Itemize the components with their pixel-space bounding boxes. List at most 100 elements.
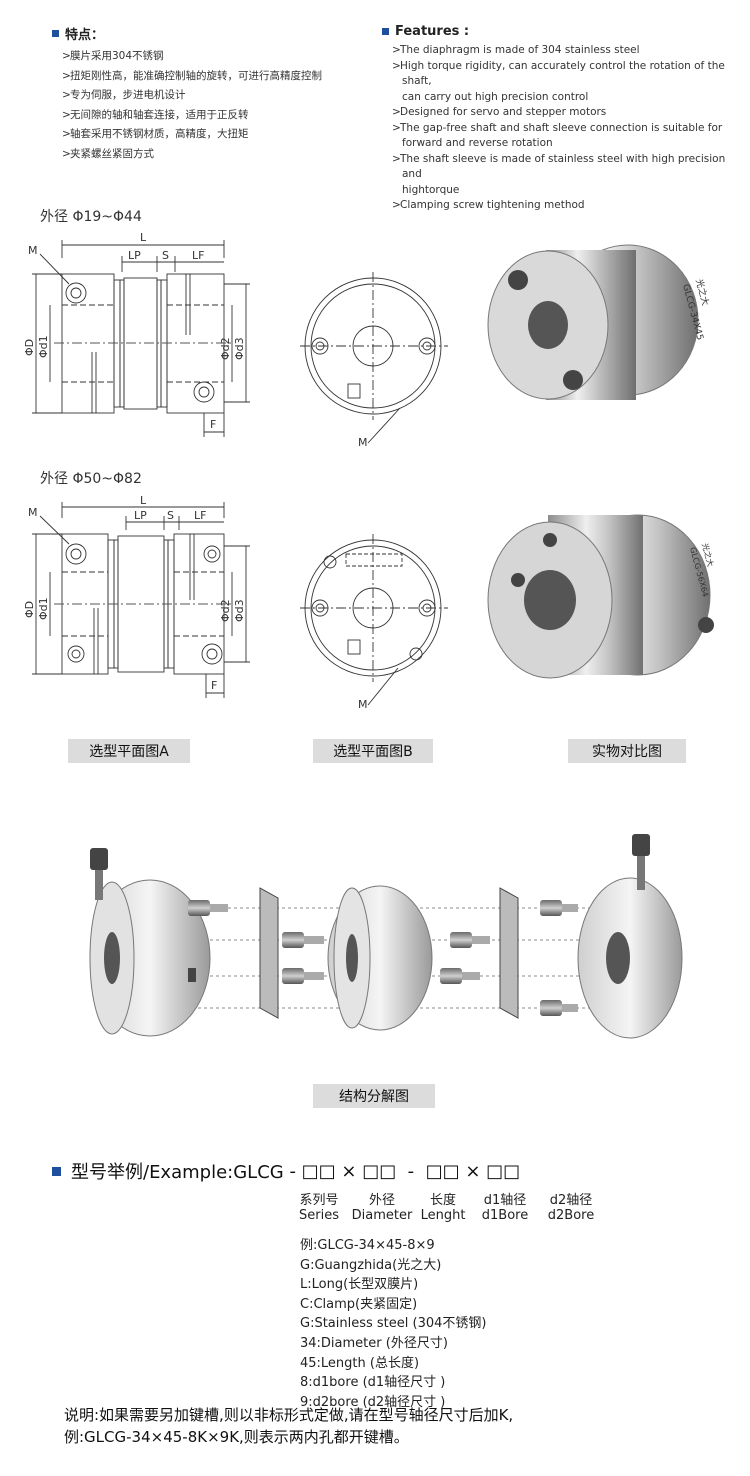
front-view-drawing-small: M <box>300 272 448 449</box>
model-column-cn: d2轴径 <box>549 1193 593 1208</box>
feature-cn-text: 夹紧螺丝紧固方式 <box>70 147 154 160</box>
feature-cn-item: >轴套采用不锈钢材质，高精度，大扭矩 <box>62 127 372 143</box>
features-cn: 特点： >膜片采用304不锈钢>扭矩刚性高，能准确控制轴的旋转，可进行高精度控制… <box>52 24 372 166</box>
bullet-marker: > <box>392 106 401 118</box>
model-code-part: - <box>396 1160 426 1182</box>
model-columns-cn: 系列号 外径 长度 d1轴径 d2轴径 <box>288 1189 604 1208</box>
bullet-marker: > <box>62 147 71 160</box>
model-column-en: Series <box>299 1208 339 1223</box>
model-code-part: □□ <box>425 1160 460 1182</box>
range-label-small: 外径 Φ19~Φ44 <box>40 209 142 225</box>
dim-LF: LF <box>192 249 204 262</box>
feature-cn-item: >夹紧螺丝紧固方式 <box>62 147 372 163</box>
square-bullet-icon <box>52 1166 61 1176</box>
model-code-part: × <box>335 1160 363 1182</box>
model-column-en: d1Bore <box>481 1208 529 1223</box>
square-bullet-icon <box>52 30 59 37</box>
feature-en-text: can carry out high precision control <box>402 90 589 103</box>
feature-en-text: hightorque <box>402 183 460 196</box>
features-cn-title: 特点： <box>52 24 372 43</box>
range-label-large: 外径 Φ50~Φ82 <box>40 471 142 487</box>
dim-M-large: M <box>28 506 38 519</box>
model-code-line: G:Guangzhida(光之大) <box>300 1257 442 1273</box>
front-view-drawing-large: M <box>300 534 448 711</box>
dim-d3: Φd3 <box>233 337 246 360</box>
features-cn-list: >膜片采用304不锈钢>扭矩刚性高，能准确控制轴的旋转，可进行高精度控制>专为伺… <box>62 49 372 162</box>
feature-cn-text: 扭矩刚性高，能准确控制轴的旋转，可进行高精度控制 <box>70 69 322 82</box>
dim-d1: Φd1 <box>37 335 50 358</box>
feature-en-text: High torque rigidity, can accurately con… <box>400 59 725 88</box>
feature-en-item: >Clamping screw tightening method <box>392 198 742 214</box>
model-example-title: 型号举例/Example:GLCG - □□ × □□ - □□ × □□ <box>52 1158 520 1184</box>
model-column-cn: 外径 <box>368 1193 395 1208</box>
model-code-line: 9:d2bore (d2轴径尺寸 ) <box>300 1394 446 1410</box>
feature-cn-item: >扭矩刚性高，能准确控制轴的旋转，可进行高精度控制 <box>62 69 372 85</box>
feature-en-item: >Designed for servo and stepper motors <box>392 105 742 121</box>
features-en-title: Features : <box>382 24 742 39</box>
dim-D-large: ΦD <box>23 601 36 618</box>
model-column-cn: 长度 <box>429 1193 456 1208</box>
bullet-marker: > <box>392 121 401 134</box>
caption-plan-a: 选型平面图A <box>68 739 190 763</box>
feature-en-text: The shaft sleeve is made of stainless st… <box>400 152 726 181</box>
feature-cn-text: 轴套采用不锈钢材质，高精度，大扭矩 <box>70 128 249 140</box>
dim-d2: Φd2 <box>219 337 232 360</box>
feature-cn-item: >膜片采用304不锈钢 <box>62 49 372 65</box>
feature-cn-text: 膜片采用304不锈钢 <box>70 50 164 62</box>
model-code-line: 例:GLCG-34×45-8×9 <box>300 1238 435 1253</box>
feature-en-item: >The diaphragm is made of 304 stainless … <box>392 43 742 59</box>
dim-D: ΦD <box>23 339 36 356</box>
feature-cn-item: >专为伺服，步进电机设计 <box>62 88 372 104</box>
caption-exploded: 结构分解图 <box>313 1084 435 1108</box>
features-en: Features : >The diaphragm is made of 304… <box>382 24 742 214</box>
model-code-line: 8:d1bore (d1轴径尺寸 ) <box>300 1375 446 1391</box>
feature-cn-text: 无间隙的轴和轴套连接，适用于正反转 <box>70 108 249 121</box>
model-code-part: × <box>459 1160 487 1182</box>
feature-en-text: forward and reverse rotation <box>402 137 553 149</box>
dim-LP: LP <box>128 249 141 262</box>
model-code-part: - <box>283 1160 302 1182</box>
dim-LF-large: LF <box>194 509 206 522</box>
bullet-marker: > <box>62 128 71 140</box>
feature-cn-item: >无间隙的轴和轴套连接，适用于正反转 <box>62 108 372 124</box>
features-en-list: >The diaphragm is made of 304 stainless … <box>392 43 742 214</box>
feature-en-text: The gap-free shaft and shaft sleeve conn… <box>400 121 723 134</box>
dim-LP-large: LP <box>134 509 147 522</box>
model-column-cn: 系列号 <box>299 1193 339 1208</box>
dim-d2-large: Φd2 <box>219 599 232 622</box>
coupling-photo-small: GLCG-34X45 光之大 <box>487 244 712 400</box>
dim-L: L <box>140 232 147 244</box>
feature-cn-text: 专为伺服，步进电机设计 <box>70 89 186 101</box>
coupling-photo-large: GLCG-56X64 光之大 <box>487 514 716 679</box>
model-column-cn: d1轴径 <box>483 1193 527 1208</box>
dim-S: S <box>162 249 169 262</box>
bullet-marker: > <box>62 69 71 82</box>
bullet-marker: > <box>62 89 71 101</box>
keyway-note-line: 例:GLCG-34×45-8K×9K,则表示两内孔都开键槽。 <box>64 1428 409 1446</box>
bullet-marker: > <box>392 152 401 165</box>
feature-en-item: >The shaft sleeve is made of stainless s… <box>392 152 742 199</box>
model-column-en: Lenght <box>420 1208 466 1223</box>
side-view-drawing-large: L LP S LF M F ΦD Φd1 Φd2 Φd3 <box>23 496 250 698</box>
model-code-part: □□ <box>362 1160 397 1182</box>
keyway-note-line: 说明:如果需要另加键槽,则以非标形式定做,请在型号轴径尺寸后加K, <box>64 1406 514 1424</box>
bullet-marker: > <box>392 44 401 56</box>
model-code-line: G:Stainless steel (304不锈钢) <box>300 1316 487 1332</box>
model-column-en: Diameter <box>351 1208 413 1223</box>
feature-en-text: Clamping screw tightening method <box>400 199 585 211</box>
dim-M: M <box>28 244 38 257</box>
model-code-part: □□ <box>486 1160 521 1182</box>
dim-d1-large: Φd1 <box>37 597 50 620</box>
model-code-line: L:Long(长型双膜片) <box>300 1277 419 1293</box>
side-view-drawing-small: L LP S LF M F ΦD Φd1 Φd2 Φd3 <box>23 232 250 437</box>
model-code-line: 34:Diameter (外径尺寸) <box>300 1335 448 1351</box>
caption-plan-b: 选型平面图B <box>313 739 433 763</box>
dim-M-front-a: M <box>358 436 368 449</box>
bullet-marker: > <box>392 199 401 211</box>
dim-d3-large: Φd3 <box>233 599 246 622</box>
model-code-line: C:Clamp(夹紧固定) <box>300 1296 418 1312</box>
dim-M-front-b: M <box>358 698 368 711</box>
feature-en-item: >The gap-free shaft and shaft sleeve con… <box>392 121 742 152</box>
feature-en-text: Designed for servo and stepper motors <box>400 106 607 118</box>
dim-F: F <box>210 418 216 431</box>
